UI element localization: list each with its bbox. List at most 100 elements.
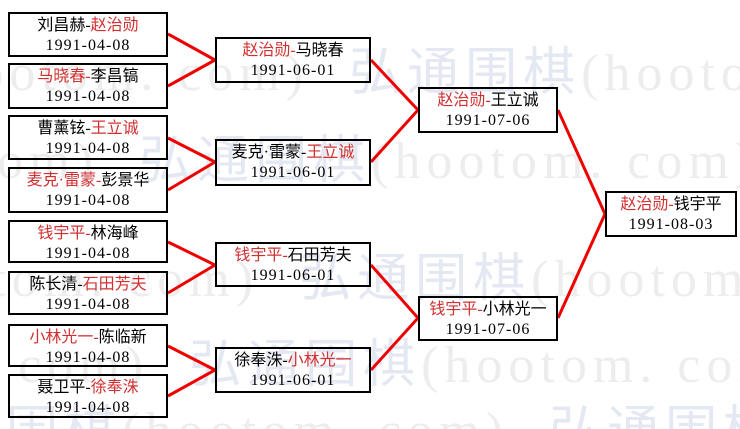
- match-players: 曹薰铉-王立诚: [10, 118, 166, 139]
- match-players: 赵治勋-王立诚: [420, 90, 556, 111]
- player1-name: 小林光一: [29, 329, 94, 346]
- match-players: 麦克·雷蒙-彭景华: [10, 170, 166, 191]
- match-players: 赵治勋-马晓春: [217, 40, 369, 61]
- vs-separator: -: [93, 329, 99, 346]
- match-date: 1991-04-08: [45, 88, 131, 105]
- vs-separator: -: [96, 172, 102, 189]
- player1-name: 马晓春: [37, 68, 86, 85]
- player1-name: 钱宇平: [429, 301, 478, 318]
- player2-name: 陈临新: [98, 329, 147, 346]
- match-date: 1991-04-08: [45, 349, 131, 366]
- connector-line: [167, 58, 216, 88]
- match-box-r1-m5: 钱宇平-林海峰 1991-04-08: [8, 220, 168, 263]
- vs-separator: -: [301, 144, 307, 161]
- match-players: 刘昌赫-赵治勋: [10, 15, 166, 36]
- player2-name: 王立诚: [306, 144, 355, 161]
- watermark-brand-text: 弘通围棋: [549, 403, 740, 429]
- match-date: 1991-06-01: [250, 62, 336, 79]
- match-date: 1991-06-01: [250, 164, 336, 181]
- player2-name: 王立诚: [90, 120, 139, 137]
- connector-line: [369, 264, 420, 319]
- player1-name: 钱宇平: [234, 247, 283, 264]
- match-box-r1-m1: 刘昌赫-赵治勋 1991-04-08: [8, 12, 168, 57]
- player2-name: 李昌镐: [90, 68, 139, 85]
- vs-separator: -: [85, 17, 91, 34]
- match-players: 钱宇平-石田芳夫: [217, 245, 369, 266]
- watermark-domain-text: (hootom. com): [0, 45, 310, 102]
- match-date: 1991-07-06: [445, 112, 531, 129]
- watermark-row: 弘通围棋(hootom. com)弘通围棋(hootom. com): [0, 388, 740, 429]
- vs-separator: -: [485, 92, 491, 109]
- player1-name: 钱宇平: [37, 225, 86, 242]
- vs-separator: -: [290, 42, 296, 59]
- match-players: 马晓春-李昌镐: [10, 66, 166, 87]
- player1-name: 曹薰铉: [37, 120, 86, 137]
- match-date: 1991-04-08: [45, 296, 131, 313]
- player2-name: 徐奉洙: [90, 379, 139, 396]
- connector-line: [167, 344, 216, 372]
- match-box-r2-m1: 赵治勋-马晓春 1991-06-01: [215, 37, 371, 83]
- match-date: 1991-08-03: [628, 216, 714, 233]
- match-box-r1-m2: 马晓春-李昌镐 1991-04-08: [8, 63, 168, 109]
- player1-name: 赵治勋: [242, 42, 291, 59]
- player2-name: 彭景华: [101, 172, 150, 189]
- player1-name: 陈长清: [29, 276, 78, 293]
- vs-separator: -: [668, 196, 674, 213]
- player1-name: 赵治勋: [437, 92, 486, 109]
- match-box-r1-m7: 小林光一-陈临新 1991-04-08: [8, 324, 168, 367]
- vs-separator: -: [77, 276, 83, 293]
- match-players: 徐奉洙-小林光一: [217, 350, 369, 371]
- connector-line: [369, 58, 420, 112]
- match-box-final: 赵治勋-钱宇平 1991-08-03: [605, 191, 737, 237]
- player2-name: 马晓春: [295, 42, 344, 59]
- vs-separator: -: [477, 301, 483, 318]
- match-players: 聂卫平-徐奉洙: [10, 377, 166, 398]
- match-players: 钱宇平-林海峰: [10, 223, 166, 244]
- player2-name: 小林光一: [287, 352, 352, 369]
- match-players: 小林光一-陈临新: [10, 327, 166, 348]
- match-box-r1-m3: 曹薰铉-王立诚 1991-04-08: [8, 115, 168, 160]
- vs-separator: -: [85, 68, 91, 85]
- player2-name: 赵治勋: [90, 17, 139, 34]
- watermark-brand-text: 弘通围棋: [299, 251, 532, 308]
- connector-line: [167, 263, 216, 295]
- match-box-sf-1: 赵治勋-王立诚 1991-07-06: [418, 87, 558, 133]
- match-box-r2-m4: 徐奉洙-小林光一 1991-06-01: [215, 347, 371, 393]
- vs-separator: -: [282, 352, 288, 369]
- match-date: 1991-04-08: [45, 37, 131, 54]
- player1-name: 聂卫平: [37, 379, 86, 396]
- watermark-domain-text: (hootom. com): [581, 45, 740, 102]
- player1-name: 赵治勋: [620, 196, 669, 213]
- match-date: 1991-04-08: [45, 245, 131, 262]
- connector-line: [167, 368, 216, 398]
- player1-name: 刘昌赫: [37, 17, 86, 34]
- watermark-row: 弘通围棋(hootom. com)弘通围棋(hootom. com): [0, 236, 740, 311]
- player2-name: 王立诚: [490, 92, 539, 109]
- connector-line: [369, 316, 420, 372]
- match-date: 1991-06-01: [250, 267, 336, 284]
- match-players: 赵治勋-钱宇平: [607, 194, 735, 215]
- match-date: 1991-04-08: [45, 399, 131, 416]
- watermark-domain-text: (hootom. com): [0, 251, 260, 308]
- player1-name: 麦克·雷蒙: [231, 144, 301, 161]
- connector-line: [167, 240, 216, 267]
- player1-name: 徐奉洙: [234, 352, 283, 369]
- watermark-brand-text: 弘通围棋: [349, 45, 582, 102]
- connector-line: [369, 108, 420, 164]
- player1-name: 麦克·雷蒙: [26, 172, 96, 189]
- vs-separator: -: [85, 120, 91, 137]
- connector-line: [556, 109, 607, 215]
- match-box-r1-m4: 麦克·雷蒙-彭景华 1991-04-08: [8, 167, 168, 213]
- vs-separator: -: [85, 225, 91, 242]
- vs-separator: -: [282, 247, 288, 264]
- watermark-brand-text: 弘通围棋: [189, 337, 422, 394]
- player2-name: 林海峰: [90, 225, 139, 242]
- match-players: 麦克·雷蒙-王立诚: [217, 142, 369, 163]
- match-date: 1991-07-06: [445, 321, 531, 338]
- watermark-row: 弘通围棋(hootom. com)弘通围棋(hootom. com): [0, 30, 740, 105]
- match-players: 陈长清-石田芳夫: [10, 274, 166, 295]
- connector-line: [167, 136, 216, 164]
- watermark-domain-text: (hootom. com): [371, 133, 740, 190]
- match-box-r1-m8: 聂卫平-徐奉洙 1991-04-08: [8, 374, 168, 418]
